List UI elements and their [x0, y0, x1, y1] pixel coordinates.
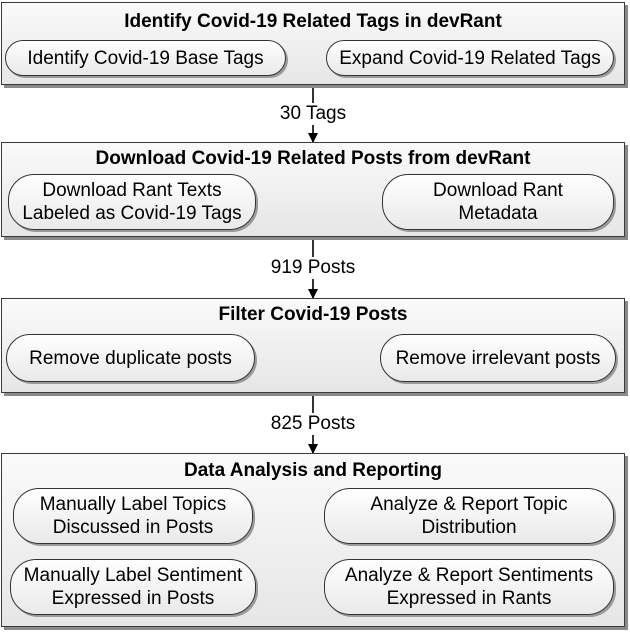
stage-title: Filter Covid-19 Posts [218, 304, 408, 325]
stage-title: Data Analysis and Reporting [184, 460, 442, 481]
step-download-rant-metadata: Download Rant Metadata [382, 174, 614, 230]
transition-label-posts-downloaded: 919 Posts [267, 257, 359, 279]
stage-title: Download Covid-19 Related Posts from dev… [95, 148, 531, 169]
step-report-sentiments: Analyze & Report Sentiments Expressed in… [324, 559, 614, 615]
step-label-sentiment: Manually Label Sentiment Expressed in Po… [10, 559, 256, 615]
step-report-topic-distribution: Analyze & Report Topic Distribution [324, 488, 614, 544]
step-download-rant-texts: Download Rant Texts Labeled as Covid-19 … [8, 174, 256, 230]
step-identify-base-tags: Identify Covid-19 Base Tags [5, 40, 286, 76]
transition-label-posts-filtered: 825 Posts [267, 413, 359, 435]
stage-title: Identify Covid-19 Related Tags in devRan… [124, 11, 502, 32]
step-label-topics: Manually Label Topics Discussed in Posts [13, 488, 253, 544]
step-expand-related-tags: Expand Covid-19 Related Tags [326, 40, 614, 76]
step-remove-duplicate-posts: Remove duplicate posts [6, 334, 255, 382]
step-remove-irrelevant-posts: Remove irrelevant posts [380, 334, 616, 382]
transition-label-tags: 30 Tags [276, 103, 350, 125]
